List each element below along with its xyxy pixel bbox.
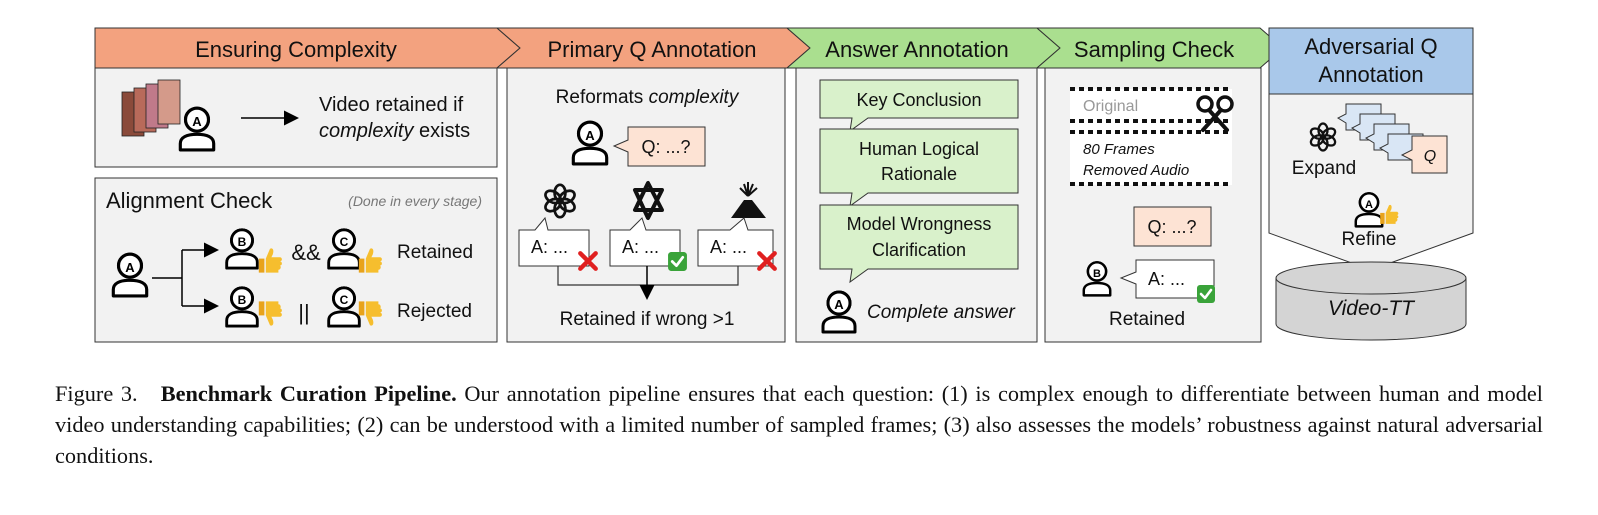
- answer-text: A: ...: [622, 237, 659, 257]
- complete-answer-text: Complete answer: [867, 302, 1016, 323]
- retained-label: Retained: [397, 242, 473, 263]
- annotator-c-label: C: [340, 293, 349, 307]
- human-rationale-line1: Human Logical: [859, 139, 979, 159]
- alignment-note: (Done in every stage): [348, 193, 482, 209]
- video-strip: [1070, 89, 1232, 185]
- correct-icon: [667, 251, 688, 272]
- expand-label: Expand: [1292, 158, 1356, 179]
- annotator-a-label: A: [1365, 199, 1373, 211]
- sampling-panel: Original 80 Frames Removed Audio Q: ...?…: [1044, 67, 1262, 343]
- correct-icon: [1196, 284, 1216, 304]
- adversarial-panel: Adversarial Q Annotation Expand Q A Refi…: [1268, 27, 1474, 341]
- frames-label: 80 Frames: [1083, 141, 1155, 158]
- caption-figure-label: Figure 3.: [55, 381, 138, 406]
- stage-headers: Ensuring Complexity Primary Q Annotation…: [94, 27, 1284, 69]
- question-text: Q: ...?: [641, 137, 690, 157]
- model-wrongness-line1: Model Wrongness: [847, 214, 992, 234]
- stage-title-adversarial-line2: Annotation: [1318, 62, 1423, 87]
- answer-bubble: [518, 216, 590, 267]
- stage-title-answer: Answer Annotation: [825, 37, 1008, 62]
- scissors-icon: [1196, 95, 1234, 132]
- stage-header-adversarial: [1268, 27, 1474, 95]
- primary-panel: Reformats complexity A Q: ...? A: ... A:…: [506, 67, 786, 343]
- or-operator: ||: [298, 300, 309, 325]
- model-wrongness-box: [819, 204, 1019, 284]
- original-label: Original: [1083, 98, 1138, 115]
- annotator-a-label: A: [585, 128, 595, 143]
- answer-text: A: ...: [1148, 269, 1185, 289]
- ensuring-panel: A Video retained if complexity exists: [94, 67, 498, 168]
- answer-bubble: [1119, 259, 1215, 299]
- annotator-a-label: A: [125, 260, 135, 275]
- question-text: Q: ...?: [1147, 217, 1196, 237]
- gemini-logo-icon: [633, 181, 664, 220]
- alignment-title: Alignment Check: [106, 188, 273, 213]
- question-stack-icon: [1336, 103, 1448, 174]
- pipeline-diagram: Ensuring Complexity Primary Q Annotation…: [94, 27, 1474, 343]
- annotator-b-label: B: [1093, 268, 1101, 280]
- answer-text: A: ...: [710, 237, 747, 257]
- sampling-retained: Retained: [1109, 309, 1185, 330]
- answer-text: A: ...: [531, 237, 568, 257]
- q-label: Q: [1424, 148, 1436, 165]
- answer-panel: Key Conclusion Human Logical Rationale M…: [795, 67, 1038, 343]
- annotator-a-label: A: [192, 114, 202, 129]
- video-frames-icon: [121, 79, 181, 137]
- human-rationale-box: [819, 128, 1019, 208]
- ensuring-text-line1: Video retained if: [319, 94, 464, 116]
- stage-title-ensuring: Ensuring Complexity: [195, 37, 397, 62]
- human-rationale-line2: Rationale: [881, 164, 957, 184]
- refine-label: Refine: [1342, 229, 1397, 250]
- branch-line: [152, 250, 183, 306]
- and-operator: &&: [291, 240, 321, 265]
- annotator-a-label: A: [834, 297, 844, 312]
- answer-bubble: [609, 217, 681, 267]
- annotator-b-label: B: [238, 235, 247, 249]
- dataset-label: Video-TT: [1328, 297, 1416, 320]
- question-bubble: [612, 126, 706, 167]
- ensuring-text-line2: complexity exists: [319, 120, 470, 142]
- caption-text: Our annotation pipeline ensures that eac…: [55, 381, 1544, 468]
- stage-title-adversarial-line1: Adversarial Q: [1304, 34, 1437, 59]
- stage-title-primary: Primary Q Annotation: [547, 37, 756, 62]
- model-wrongness-line2: Clarification: [872, 240, 966, 260]
- annotator-b-label: B: [238, 293, 247, 307]
- volcano-logo-icon: [731, 182, 766, 218]
- annotator-c-label: C: [340, 235, 349, 249]
- primary-rule: Retained if wrong >1: [560, 309, 735, 330]
- caption-title: Benchmark Curation Pipeline.: [160, 381, 457, 406]
- reformats-text: Reformats complexity: [556, 87, 740, 108]
- key-conclusion-text: Key Conclusion: [856, 90, 981, 110]
- dataset-cylinder: [1275, 261, 1467, 341]
- answer-bubble: [697, 217, 774, 267]
- question-bubble: [1133, 206, 1212, 247]
- rejected-label: Rejected: [397, 301, 472, 322]
- alignment-panel: Alignment Check (Done in every stage) A …: [94, 177, 498, 343]
- figure-caption: Figure 3. Benchmark Curation Pipeline. O…: [55, 378, 1543, 471]
- audio-label: Removed Audio: [1083, 162, 1189, 179]
- stage-title-sampling: Sampling Check: [1074, 37, 1235, 62]
- key-conclusion-box: [819, 79, 1019, 133]
